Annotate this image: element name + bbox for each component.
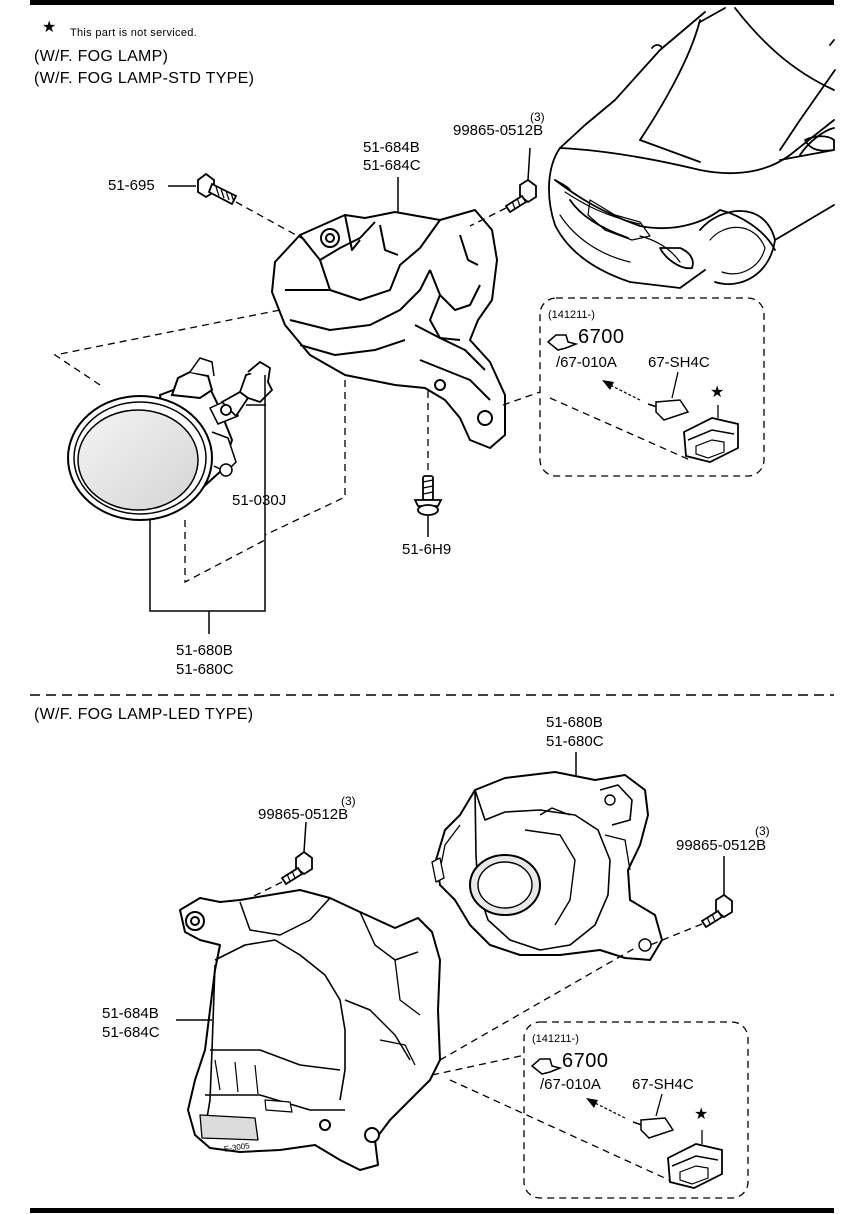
std-title-2: (W/F. FOG LAMP-STD TYPE) <box>34 70 255 87</box>
std-inset-date: (141211-) <box>548 309 595 321</box>
led-lamp-part-2: 51-680C <box>546 733 604 750</box>
std-lamp-part-2: 51-680C <box>176 661 234 678</box>
led-inset-star-icon: ★ <box>694 1106 709 1123</box>
std-bolt-qty: (3) <box>530 110 545 124</box>
std-bracket <box>271 209 506 449</box>
std-inset-harness: 67-SH4C <box>648 354 710 371</box>
led-bolt-right-qty: (3) <box>755 824 770 838</box>
std-inset-connector: /67-010A <box>556 354 617 371</box>
std-assembly-lines <box>53 201 691 584</box>
led-bolt-right <box>700 893 733 929</box>
led-lamp-part-1: 51-680B <box>546 714 603 731</box>
led-bracket-part-1: 51-684B <box>102 1005 159 1022</box>
std-lamp-part-1: 51-680B <box>176 642 233 659</box>
led-bracket <box>179 889 441 1171</box>
note-text: This part is not serviced. <box>70 27 198 39</box>
std-screw-part: 51-695 <box>108 177 155 194</box>
led-inset-box <box>523 1021 749 1199</box>
std-clip-part: 51-6H9 <box>402 541 452 558</box>
std-bolt-part: 99865-0512B <box>453 122 544 139</box>
led-inset-date: (141211-) <box>532 1033 579 1045</box>
frame-lines <box>30 0 834 1213</box>
led-leader-lines <box>176 752 725 1021</box>
vehicle-front-illustration <box>548 7 836 289</box>
std-inset-box <box>539 297 765 477</box>
led-bolt-left-qty: (3) <box>341 794 356 808</box>
led-assembly-lines <box>249 881 703 1186</box>
note-star-icon: ★ <box>42 19 57 36</box>
std-bracket-part-2: 51-684C <box>363 157 421 174</box>
std-screw <box>197 172 238 206</box>
std-inset-star-icon: ★ <box>710 384 725 401</box>
std-inset-ref: 6700 <box>578 326 625 348</box>
led-inset-connector: /67-010A <box>540 1076 601 1093</box>
led-bracket-part-2: 51-684C <box>102 1024 160 1041</box>
led-title: (W/F. FOG LAMP-LED TYPE) <box>34 706 254 723</box>
std-bracket-part-1: 51-684B <box>363 139 420 156</box>
std-title-1: (W/F. FOG LAMP) <box>34 48 169 65</box>
led-inset-harness: 67-SH4C <box>632 1076 694 1093</box>
led-inset-ref: 6700 <box>562 1050 609 1072</box>
std-bolt <box>504 178 537 214</box>
std-clip <box>413 475 443 516</box>
std-bulb-part: 51-030J <box>232 492 287 509</box>
std-leader-lines <box>149 147 531 634</box>
led-fog-lamp <box>431 771 663 961</box>
led-bolt-left <box>280 850 313 886</box>
std-fog-lamp <box>67 357 239 521</box>
led-bolt-left-part: 99865-0512B <box>258 806 349 823</box>
led-bolt-right-part: 99865-0512B <box>676 837 767 854</box>
